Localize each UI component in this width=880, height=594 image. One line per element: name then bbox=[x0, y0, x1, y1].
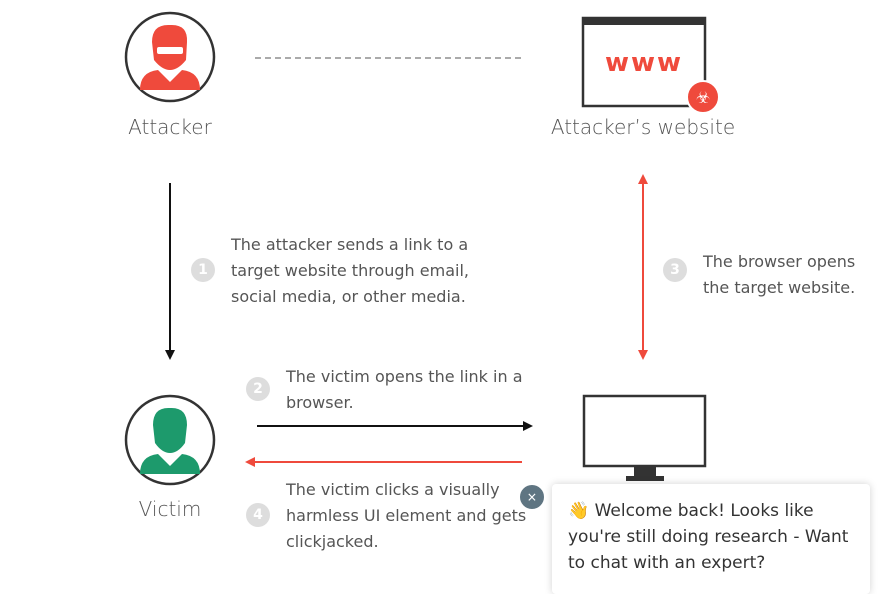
step-1-text: The attacker sends a link to a target we… bbox=[231, 235, 469, 306]
website-label: Attacker’s website bbox=[550, 115, 736, 139]
chat-message: Welcome back! Looks like you're still do… bbox=[568, 501, 849, 573]
wave-icon: 👋 bbox=[568, 501, 590, 521]
step-2-badge: 2 bbox=[246, 377, 270, 401]
step-3-badge: 3 bbox=[663, 258, 687, 282]
victim-label: Victim bbox=[138, 497, 202, 521]
monitor-icon bbox=[582, 394, 707, 481]
biohazard-icon bbox=[686, 80, 720, 114]
step-2-text: The victim opens the link in a browser. bbox=[286, 367, 523, 412]
attacker-avatar-icon bbox=[124, 11, 216, 103]
chat-popup[interactable]: 👋 Welcome back! Looks like you're still … bbox=[552, 484, 870, 594]
step-4-badge: 4 bbox=[246, 503, 270, 527]
svg-text:☣: ☣ bbox=[696, 86, 710, 108]
close-chat-button[interactable]: × bbox=[519, 484, 545, 510]
www-text: www bbox=[604, 48, 684, 78]
victim-avatar-icon bbox=[124, 394, 216, 486]
step-4-text: The victim clicks a visually harmless UI… bbox=[286, 480, 527, 551]
step-3-text: The browser opens the target website. bbox=[703, 252, 856, 297]
step-1-badge: 1 bbox=[191, 258, 215, 282]
attacker-label: Attacker bbox=[128, 115, 212, 139]
website-window-icon: ☣ bbox=[581, 16, 720, 114]
